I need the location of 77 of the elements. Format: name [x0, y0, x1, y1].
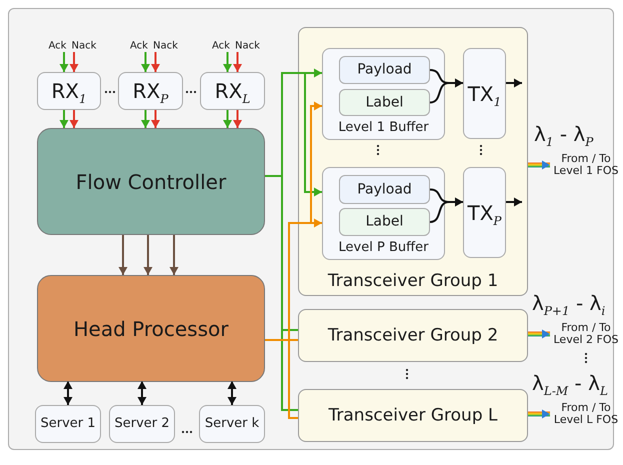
controller-block: [37, 128, 265, 235]
arrow: [70, 110, 78, 128]
edge-label: λ$_{1}$ - λ$_{P}$: [534, 124, 594, 144]
arrow: [70, 52, 78, 72]
arrow: [430, 78, 463, 104]
arrow: [151, 110, 160, 128]
arrow: [233, 110, 242, 128]
signal-label: Nack: [152, 39, 180, 52]
transmitter-box: [463, 48, 506, 139]
server-box: [199, 405, 265, 443]
signal-label: Ack: [128, 39, 150, 52]
destination-label: From / To Level 1 FOS: [550, 151, 622, 179]
node-label: RX$_{P}$: [132, 80, 170, 102]
multicolor-arrow: [528, 410, 550, 418]
edge-label: λ$_{P+1}$ - λ$_{i}$: [532, 293, 606, 313]
destination-label: From / To Level L FOS: [550, 400, 622, 428]
processor-block: [37, 275, 265, 382]
node-label: RX$_{L}$: [214, 80, 252, 102]
arrow: [141, 110, 150, 128]
arrow: [64, 381, 72, 405]
destination-label: From / To Level 2 FOS: [550, 320, 622, 348]
node-label: Transceiver Group 1: [326, 272, 500, 291]
connector-line: [265, 339, 298, 419]
node-label: Level P Buffer: [338, 240, 430, 255]
arrow: [223, 110, 232, 128]
arrow: [138, 381, 146, 405]
arrow: [228, 381, 236, 405]
node-label: Server 2: [113, 416, 171, 432]
node-label: Server k: [204, 416, 260, 432]
arrow: [60, 52, 68, 72]
node-label: Transceiver Group 2: [326, 326, 500, 345]
receiver-box: [200, 72, 265, 110]
arrow: [170, 235, 178, 275]
arrow: [144, 235, 152, 275]
multicolor-arrow: [528, 160, 550, 170]
arrow: [233, 52, 242, 72]
node-label: Transceiver Group L: [328, 406, 498, 425]
transceiver-group-panel: [298, 27, 528, 296]
node-label: TX$_{1}$: [466, 82, 502, 104]
transceiver-group-box: [298, 389, 528, 442]
receiver-box: [118, 72, 183, 110]
node-label: Level 1 Buffer: [337, 120, 430, 135]
node-label: Payload: [356, 62, 413, 78]
signal-label: Ack: [47, 39, 68, 52]
node-label: Payload: [356, 182, 413, 198]
arrow: [506, 198, 522, 206]
arrow: [151, 52, 160, 72]
receiver-box: [37, 72, 101, 110]
node-label: Label: [364, 214, 404, 230]
edge-label: λ$_{L-M}$ - λ$_{L}$: [532, 373, 608, 393]
node-label: Label: [364, 94, 404, 110]
arrow: [118, 235, 128, 275]
payload-box: [339, 175, 430, 204]
signal-label: Nack: [234, 39, 262, 52]
node-label: RX$_{1}$: [50, 80, 88, 102]
buffer-box: [322, 167, 445, 260]
arrow: [223, 52, 232, 72]
connector-line: [265, 175, 298, 411]
arrow: [141, 52, 150, 72]
signal-label: Nack: [70, 39, 98, 52]
arrow: [60, 110, 68, 128]
payload-box: [339, 56, 430, 84]
buffer-box: [322, 48, 445, 140]
node-label: Flow Controller: [74, 170, 228, 192]
arrow: [506, 78, 522, 88]
server-box: [109, 405, 175, 443]
node-label: TX$_{P}$: [466, 202, 502, 224]
server-box: [35, 405, 101, 443]
multicolor-arrow: [528, 330, 550, 338]
node-label: Head Processor: [72, 318, 230, 340]
signal-label: Ack: [210, 39, 232, 52]
node-label: Server 1: [39, 416, 97, 432]
label-box: [339, 89, 430, 116]
transceiver-group-box: [298, 309, 528, 362]
arrow: [430, 198, 463, 223]
transmitter-box: [463, 167, 506, 258]
label-box: [339, 208, 430, 236]
